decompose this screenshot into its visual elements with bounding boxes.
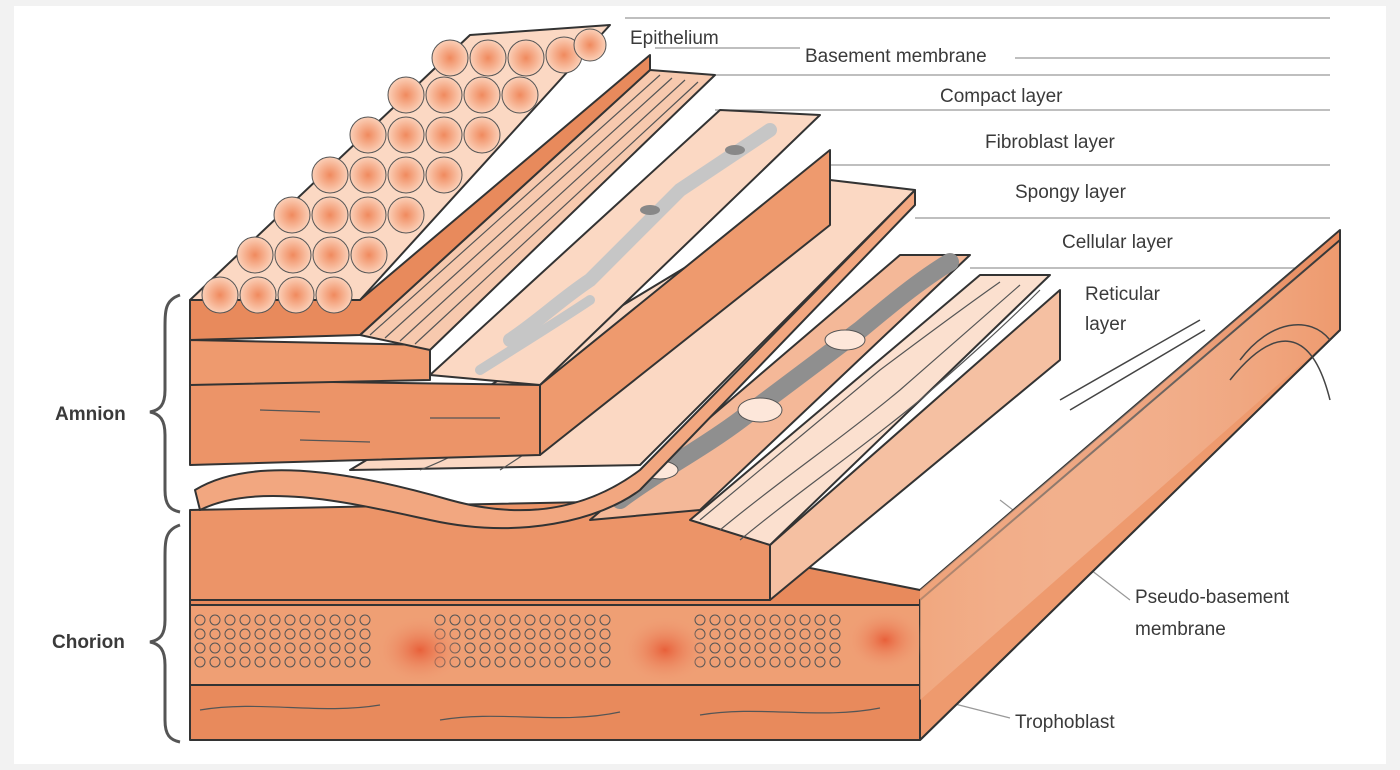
diagram-frame: Epithelium Basement membrane Compact lay… xyxy=(14,6,1386,764)
label-reticular-layer-line1: Reticular xyxy=(1085,284,1161,305)
label-chorion: Chorion xyxy=(52,632,125,653)
label-spongy-layer: Spongy layer xyxy=(1015,182,1127,203)
chorion-bracket xyxy=(150,525,180,742)
label-cellular-layer: Cellular layer xyxy=(1062,232,1174,253)
label-basement-membrane: Basement membrane xyxy=(805,46,987,67)
label-trophoblast: Trophoblast xyxy=(1015,712,1115,733)
label-epithelium: Epithelium xyxy=(630,28,719,49)
label-pseudo-basement-line1: Pseudo-basement xyxy=(1135,587,1290,608)
label-compact-layer: Compact layer xyxy=(940,86,1063,107)
label-pseudo-basement-line2: membrane xyxy=(1135,619,1226,640)
amnion-bracket xyxy=(150,295,180,512)
label-amnion: Amnion xyxy=(55,404,126,425)
label-reticular-layer-line2: layer xyxy=(1085,314,1127,335)
label-fibroblast-layer: Fibroblast layer xyxy=(985,132,1116,153)
